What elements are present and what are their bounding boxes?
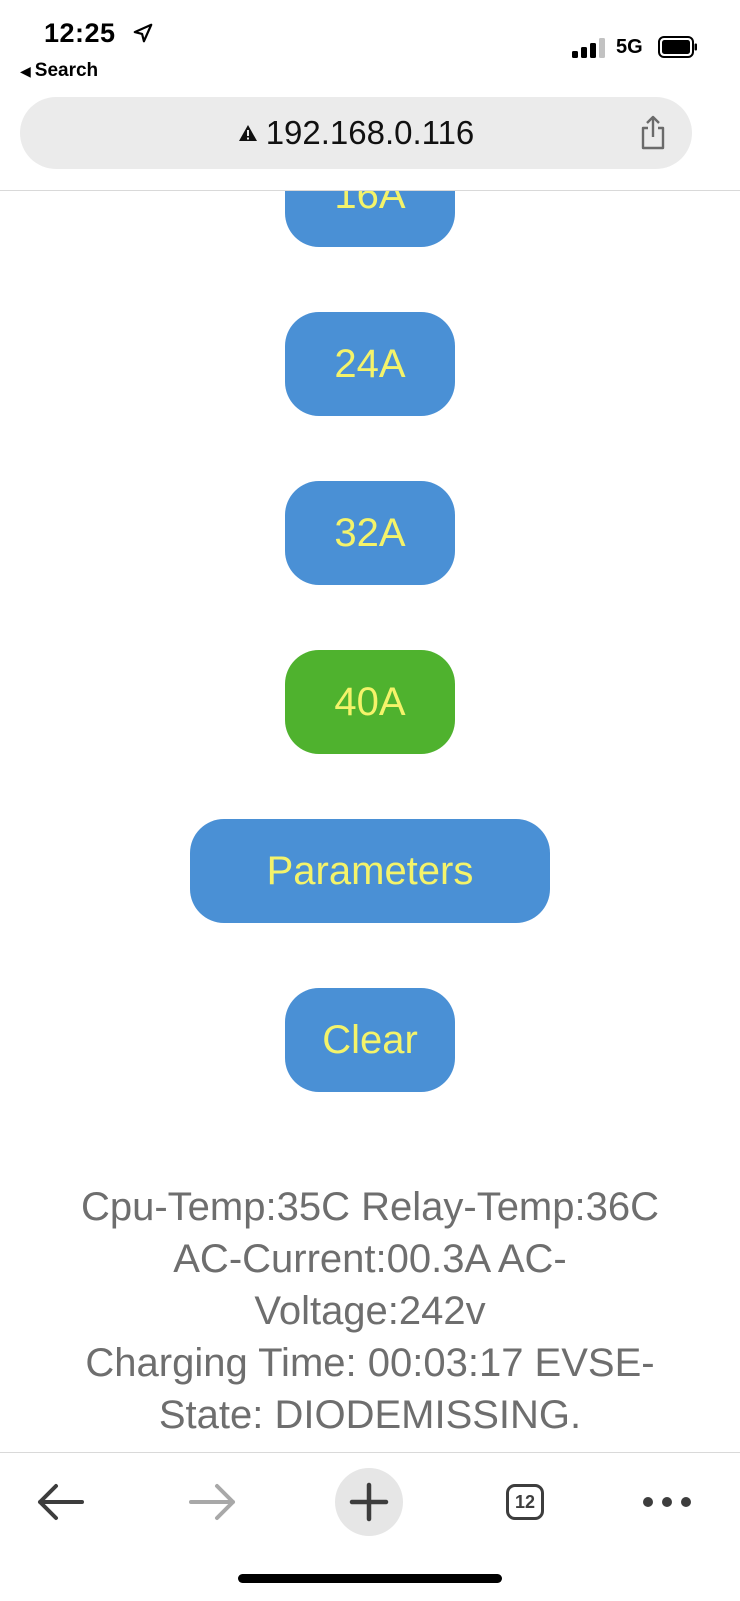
current-16a-button[interactable]: 16A xyxy=(285,191,455,247)
warning-icon xyxy=(238,125,257,141)
url-text: 192.168.0.116 xyxy=(265,114,475,151)
forward-button[interactable] xyxy=(178,1467,248,1537)
tabs-button[interactable]: 12 xyxy=(490,1467,560,1537)
back-to-app-link[interactable]: ◀Search xyxy=(20,60,98,82)
plus-icon xyxy=(349,1482,389,1522)
more-button[interactable] xyxy=(632,1467,702,1537)
current-40a-button[interactable]: 40A xyxy=(285,650,455,754)
share-icon[interactable] xyxy=(638,115,668,151)
browser-toolbar: 12 xyxy=(0,1452,740,1601)
back-app-label: Search xyxy=(34,60,99,81)
signal-bars-icon xyxy=(572,38,606,58)
status-line: State: DIODEMISSING. xyxy=(158,1393,582,1437)
url-display[interactable]: 192.168.0.116 xyxy=(20,97,692,169)
back-triangle-icon: ◀ xyxy=(20,63,31,79)
status-line: Cpu-Temp:35C Relay-Temp:36C xyxy=(80,1185,659,1229)
location-arrow-icon xyxy=(133,23,153,43)
web-content: 16A 24A 32A 40A Parameters Clear Cpu-Tem… xyxy=(0,191,740,1451)
address-bar[interactable]: 192.168.0.116 xyxy=(20,97,692,169)
current-32a-button[interactable]: 32A xyxy=(285,481,455,585)
new-tab-circle xyxy=(335,1468,403,1536)
status-readout: Cpu-Temp:35C Relay-Temp:36C AC-Current:0… xyxy=(20,1181,720,1441)
current-24a-button[interactable]: 24A xyxy=(285,312,455,416)
battery-icon xyxy=(658,36,697,58)
new-tab-button[interactable] xyxy=(334,1467,404,1537)
parameters-button[interactable]: Parameters xyxy=(190,819,550,923)
clear-button[interactable]: Clear xyxy=(285,988,455,1092)
forward-arrow-icon xyxy=(189,1484,235,1520)
status-line: Charging Time: 00:03:17 EVSE- xyxy=(85,1341,655,1385)
status-bar: 12:25 ◀Search 5G xyxy=(0,0,740,90)
status-line: Voltage:242v xyxy=(254,1289,486,1333)
back-arrow-icon xyxy=(38,1484,84,1520)
clock: 12:25 xyxy=(44,18,116,48)
address-bar-divider xyxy=(0,190,740,191)
more-icon xyxy=(643,1497,691,1507)
status-line: AC-Current:00.3A AC- xyxy=(173,1237,567,1281)
tabs-icon: 12 xyxy=(506,1484,544,1520)
home-indicator[interactable] xyxy=(238,1574,502,1583)
network-type: 5G xyxy=(616,36,643,58)
back-button[interactable] xyxy=(25,1467,95,1537)
